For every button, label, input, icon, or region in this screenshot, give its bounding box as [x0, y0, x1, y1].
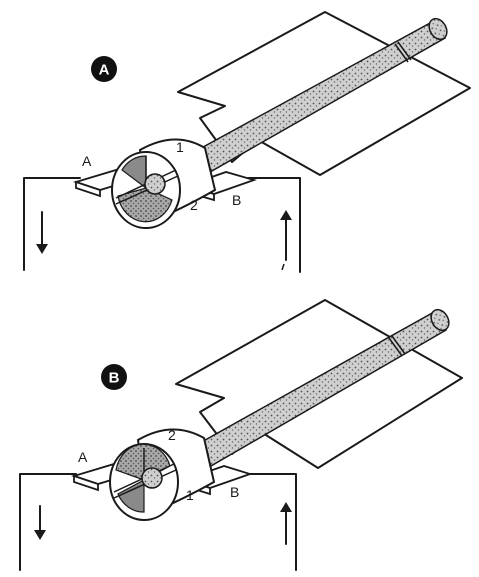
- circuit-wire-left: [23, 177, 81, 271]
- segment-label-bottom: 1: [186, 487, 194, 503]
- contact-label-a: A: [78, 449, 88, 465]
- current-arrow-down: [34, 505, 46, 540]
- segment-label-bottom: 2: [190, 197, 198, 213]
- circuit-wire-right: [247, 177, 301, 273]
- segment-label-top: 2: [168, 427, 176, 443]
- commutator: [109, 428, 216, 521]
- current-arrow-down: [36, 211, 48, 254]
- panel-badge-b: B: [101, 364, 127, 390]
- current-arrow-up: [280, 210, 292, 271]
- contact-label-b: B: [230, 484, 239, 500]
- panel-badge-a: A: [91, 56, 117, 82]
- svg-text:B: B: [109, 370, 120, 387]
- panel-a: A A B 1 2: [23, 11, 471, 273]
- current-arrow-up: [280, 502, 292, 545]
- svg-text:A: A: [99, 62, 110, 79]
- contact-label-b: B: [232, 192, 241, 208]
- commutator: [111, 138, 217, 229]
- contact-label-a: A: [82, 153, 92, 169]
- segment-label-top: 1: [176, 139, 184, 155]
- panel-b: B A B 2 1: [19, 299, 463, 571]
- circuit-wire-right: [245, 473, 297, 571]
- circuit-wire-left: [19, 473, 77, 571]
